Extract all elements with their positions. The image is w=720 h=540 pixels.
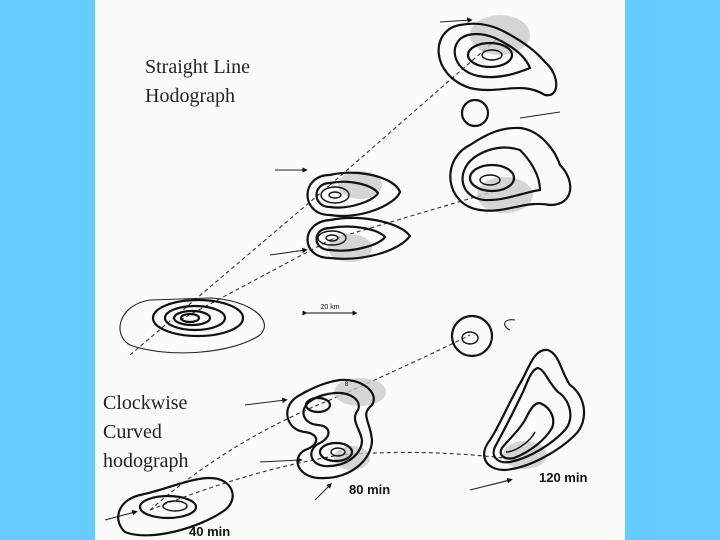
reflectivity-contour [320,186,350,204]
reflectivity-contour [461,146,542,202]
reflectivity-contour [483,348,586,472]
reflectivity-contour [481,49,503,61]
reflectivity-contour [330,447,346,457]
reflectivity-contour [138,494,198,520]
reflectivity-contour [179,312,201,324]
reflectivity-contour [499,402,555,460]
reflectivity-contour [172,309,212,327]
storm-straight-80 [269,167,412,260]
reflectivity-contour [318,441,354,463]
reflectivity-contour [468,163,516,193]
outflow-line [504,319,516,331]
reflectivity-contour [163,304,227,332]
contour-value: 8 [345,382,349,388]
reflectivity-contour [304,396,332,414]
reflectivity-contour [302,391,364,468]
outline-contour [119,297,265,354]
inflow-arrow [439,17,473,23]
upper-track-line [329,191,493,241]
shade-region [338,171,382,199]
reflectivity-contour [449,126,572,212]
inflow-arrow [104,510,138,521]
reflectivity-shading [328,15,547,470]
reflectivity-contour [117,476,234,537]
reflectivity-contour [315,225,387,252]
reflectivity-contour [306,171,402,218]
storm-curved-120 [450,314,586,491]
inflow-arrow [269,247,308,256]
shade-region [328,234,372,262]
reflectivity-contour [505,431,536,453]
scale-bar: 20 km [302,304,358,316]
time-label-80: 80 min [349,482,390,497]
reflectivity-contour [461,331,479,345]
reflectivity-contour [325,234,339,242]
reflectivity-contour [466,41,514,69]
caption-clockwise-curved-hodograph: Clockwise Curved hodograph [103,392,189,472]
storm-curved-80: 8 [244,378,375,501]
storm-curved-40 [104,476,234,537]
inflow-arrow [244,397,288,406]
upper-track-line [179,239,331,321]
reflectivity-contour [492,366,572,464]
reflectivity-contour [317,230,347,246]
reflectivity-contour [315,180,380,209]
reflectivity-contour [286,378,375,480]
inflow-arrow [314,483,332,501]
time-label-40: 40 min [189,524,230,539]
time-label-120: 120 min [539,470,587,485]
inflow-arrow [469,477,513,491]
lower-track-line [149,334,471,511]
storm-straight-120 [437,17,572,212]
reflectivity-contour [328,191,342,199]
reflectivity-contour [479,174,501,186]
caption-straight-line-hodograph: Straight Line Hodograph [145,56,250,107]
scale-bar-label: 20 km [320,304,339,311]
shade-region [477,177,533,213]
isolated-cell-contour [460,98,490,128]
reflectivity-contour [151,298,245,338]
storm-straight-40 [119,297,265,354]
reflectivity-contour [450,314,494,358]
reflectivity-contour [306,216,412,260]
upper-track-line [329,37,499,186]
reflectivity-contour [437,22,558,97]
inflow-arrow [259,457,303,463]
outflow-line [519,111,561,119]
reflectivity-contour [453,32,532,79]
reflectivity-contour [162,500,188,512]
upper-track-line [129,184,331,356]
